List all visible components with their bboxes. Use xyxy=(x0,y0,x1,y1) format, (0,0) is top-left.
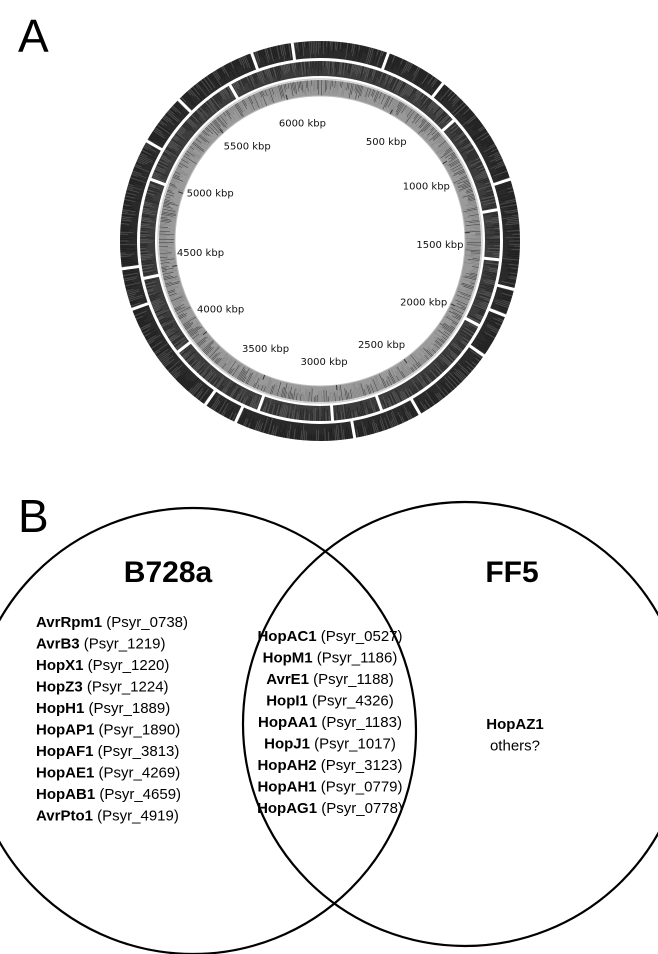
gene-entry: HopAF1 (Psyr_3813) xyxy=(36,743,179,760)
gene-entry: HopM1 (Psyr_1186) xyxy=(263,650,398,667)
b728a-only-genes: AvrRpm1 (Psyr_0738) AvrB3 (Psyr_1219) HopX… xyxy=(36,614,188,825)
gene-entry: AvrB3 (Psyr_1219) xyxy=(36,636,166,653)
gene-entry: HopH1 (Psyr_1889) xyxy=(36,700,170,717)
gene-entry: HopZ3 (Psyr_1224) xyxy=(36,679,169,696)
gene-entry: HopAE1 (Psyr_4269) xyxy=(36,765,180,782)
kbp-label: 3000 kbp xyxy=(300,357,347,368)
gene-entry: HopAG1 (Psyr_0778) xyxy=(257,800,403,817)
ff5-only-genes: HopAZ1 others? xyxy=(486,716,544,755)
set-title-b728a: B728a xyxy=(124,556,213,589)
gene-entry: HopAP1 (Psyr_1890) xyxy=(36,722,180,739)
gene-entry: AvrPto1 (Psyr_4919) xyxy=(36,808,179,825)
kbp-label: 1000 kbp xyxy=(403,181,450,192)
gene-entry: HopAB1 (Psyr_4659) xyxy=(36,786,181,803)
gene-entry: HopAZ1 xyxy=(486,716,544,733)
gene-entry: HopAH1 (Psyr_0779) xyxy=(257,779,402,796)
gene-entry: HopI1 (Psyr_4326) xyxy=(266,693,394,710)
gene-entry: HopAH2 (Psyr_3123) xyxy=(257,757,402,774)
kbp-label: 6000 kbp xyxy=(279,118,326,129)
panel-a-label: A xyxy=(18,10,49,62)
venn-circle-b728a xyxy=(0,506,418,954)
venn-circle-ff5 xyxy=(241,500,658,948)
set-title-ff5: FF5 xyxy=(485,556,538,589)
kbp-label: 1500 kbp xyxy=(416,240,463,251)
outer-genome-ring xyxy=(120,41,520,441)
kbp-label: 4500 kbp xyxy=(177,248,224,259)
inner-genome-ring xyxy=(159,80,481,402)
circular-genome-map xyxy=(120,41,520,441)
kbp-label: 3500 kbp xyxy=(242,344,289,355)
panel-b-label: B xyxy=(18,490,49,542)
shared-genes: HopAC1 (Psyr_0527) HopM1 (Psyr_1186) AvrE1… xyxy=(257,628,403,817)
kbp-scale-labels: 500 kbp 1000 kbp 1500 kbp 2000 kbp 2500 kbp 3… xyxy=(172,94,470,391)
kbp-label: 2000 kbp xyxy=(400,297,447,308)
gene-entry: AvrE1 (Psyr_1188) xyxy=(266,671,394,688)
gene-entry: AvrRpm1 (Psyr_0738) xyxy=(36,614,188,631)
gene-entry: HopX1 (Psyr_1220) xyxy=(36,657,169,674)
gene-entry: HopJ1 (Psyr_1017) xyxy=(264,736,396,753)
kbp-label: 2500 kbp xyxy=(358,340,405,351)
kbp-label: 4000 kbp xyxy=(197,304,244,315)
kbp-label: 5000 kbp xyxy=(187,189,234,200)
kbp-label: 500 kbp xyxy=(366,137,407,148)
gene-entry: others? xyxy=(490,738,540,755)
middle-genome-ring xyxy=(140,61,501,422)
gene-entry: HopAC1 (Psyr_0527) xyxy=(257,628,402,645)
gene-entry: HopAA1 (Psyr_1183) xyxy=(258,714,402,731)
kbp-label: 5500 kbp xyxy=(224,142,271,153)
